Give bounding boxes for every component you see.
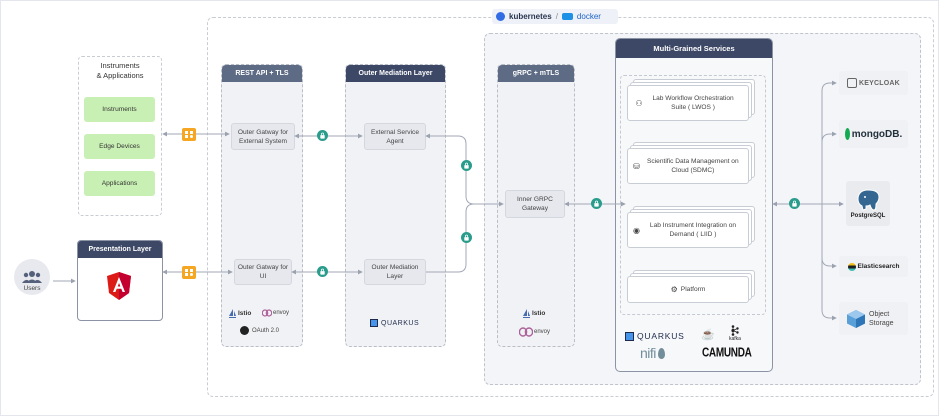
- lock-icon: [317, 130, 328, 141]
- database-icon: ⛁: [633, 161, 640, 171]
- outer-mediation-title: Outer Mediation Layer: [346, 65, 445, 82]
- lock-icon: [461, 232, 472, 243]
- platform-tags: kubernetes / docker: [492, 9, 618, 24]
- oauth-logo: OAuth 2.0: [240, 326, 279, 335]
- lock-icon: [591, 198, 602, 209]
- keycloak-box: KEYCLOAK: [839, 71, 908, 95]
- outer-gateway-external: Outer Gatway for External System: [231, 123, 295, 150]
- kafka-icon: [731, 325, 740, 336]
- kubernetes-label: kubernetes: [509, 12, 552, 21]
- inner-grpc-gateway: Inner GRPC Gateway: [505, 190, 565, 218]
- object-storage-box: Object Storage: [839, 302, 908, 335]
- oauth-icon: [240, 326, 249, 335]
- gear-icon: ⚙: [670, 285, 678, 294]
- postgres-box: PostgreSQL: [846, 181, 890, 226]
- instruments-item: Instruments: [84, 97, 155, 122]
- oauth-label: OAuth 2.0: [252, 327, 280, 334]
- service-platform: ⚙Platform: [627, 276, 749, 303]
- mongodb-box: mongoDB.: [839, 120, 908, 148]
- lock-icon: [317, 266, 328, 277]
- envoy-label: envoy: [273, 310, 290, 316]
- presentation-title: Presentation Layer: [78, 241, 162, 258]
- mongodb-label: mongoDB.: [851, 128, 903, 140]
- services-title: Multi-Grained Services: [616, 39, 772, 58]
- quarkus-label: QUARKUS: [381, 319, 420, 327]
- elasticsearch-icon: [847, 262, 856, 271]
- tag-separator: /: [555, 12, 558, 21]
- envoy-logo: envoy: [262, 309, 289, 317]
- lock-icon: [789, 198, 800, 209]
- api-gateway-icon: [182, 128, 196, 141]
- envoy-logo-grpc: envoy: [519, 327, 550, 337]
- rest-api-title: REST API + TLS: [222, 65, 302, 82]
- quarkus-logo-mediation: QUARKUS: [370, 319, 419, 327]
- angular-icon: [107, 272, 131, 300]
- quarkus-icon: [625, 331, 634, 341]
- kafka-logo: kafka: [729, 325, 741, 342]
- service-liid-label: Lab Instrument Integration on Demand ( L…: [649, 222, 737, 238]
- quarkus-label-services: QUARKUS: [637, 331, 685, 341]
- service-lwos: ⚇ Lab Workflow Orchestration Suite ( LWOS…: [627, 85, 749, 121]
- rest-api-column: REST API + TLS: [221, 64, 303, 347]
- service-liid: ◉ Lab Instrument Integration on Demand ( …: [627, 212, 749, 248]
- envoy-label-grpc: envoy: [534, 329, 551, 335]
- nifi-drop-icon: [657, 347, 665, 359]
- istio-logo: Istio: [229, 309, 251, 318]
- external-service-agent: External Service Agent: [364, 123, 426, 150]
- quarkus-icon: [370, 319, 378, 327]
- nifi-logo: nifi: [640, 345, 665, 361]
- object-storage-label: Object Storage: [869, 310, 894, 327]
- nifi-label: nifi: [640, 345, 656, 361]
- edge-devices-item: Edge Devices: [84, 134, 155, 159]
- elasticsearch-box: Elasticsearch: [839, 256, 908, 277]
- outer-gateway-ui: Outer Gatway for UI: [234, 259, 292, 285]
- quarkus-logo-services: QUARKUS: [625, 331, 685, 341]
- keycloak-icon: [847, 78, 858, 88]
- keycloak-label: KEYCLOAK: [859, 79, 900, 87]
- grpc-title: gRPC + mTLS: [498, 65, 574, 82]
- users-icon: [14, 259, 50, 295]
- java-icon: ☕: [701, 329, 715, 341]
- applications-item: Applications: [84, 171, 155, 196]
- service-lwos-label: Lab Workflow Orchestration Suite ( LWOS …: [652, 95, 734, 111]
- service-platform-label: Platform: [680, 286, 706, 293]
- api-gateway-icon: [182, 266, 196, 279]
- instrument-icon: ◉: [633, 225, 640, 235]
- kubernetes-icon: [496, 12, 505, 21]
- service-sdmc: ⛁ Scientific Data Management on Cloud (SD…: [627, 148, 749, 184]
- istio-logo-grpc: Istio: [523, 309, 545, 318]
- docker-icon: [561, 13, 573, 20]
- service-sdmc-label: Scientific Data Management on Cloud (SDM…: [647, 158, 739, 174]
- postgres-elephant-icon: [857, 189, 880, 211]
- istio-label-grpc: Istio: [532, 310, 546, 317]
- elasticsearch-label: Elasticsearch: [857, 263, 900, 270]
- kafka-label: kafka: [729, 336, 741, 342]
- camunda-logo: CAMUNDA: [702, 346, 752, 361]
- mongodb-leaf-icon: [844, 128, 850, 140]
- docker-label: docker: [576, 12, 601, 21]
- cube-icon: [847, 309, 865, 328]
- outer-mediation-box: Outer Mediation Layer: [364, 259, 426, 285]
- postgres-label: PostgreSQL: [850, 213, 886, 219]
- lock-icon: [461, 160, 472, 171]
- workflow-icon: ⚇: [635, 98, 643, 108]
- instruments-title: Instruments & Applications: [96, 61, 144, 80]
- users-label: Users: [23, 285, 41, 292]
- istio-label: Istio: [238, 310, 252, 317]
